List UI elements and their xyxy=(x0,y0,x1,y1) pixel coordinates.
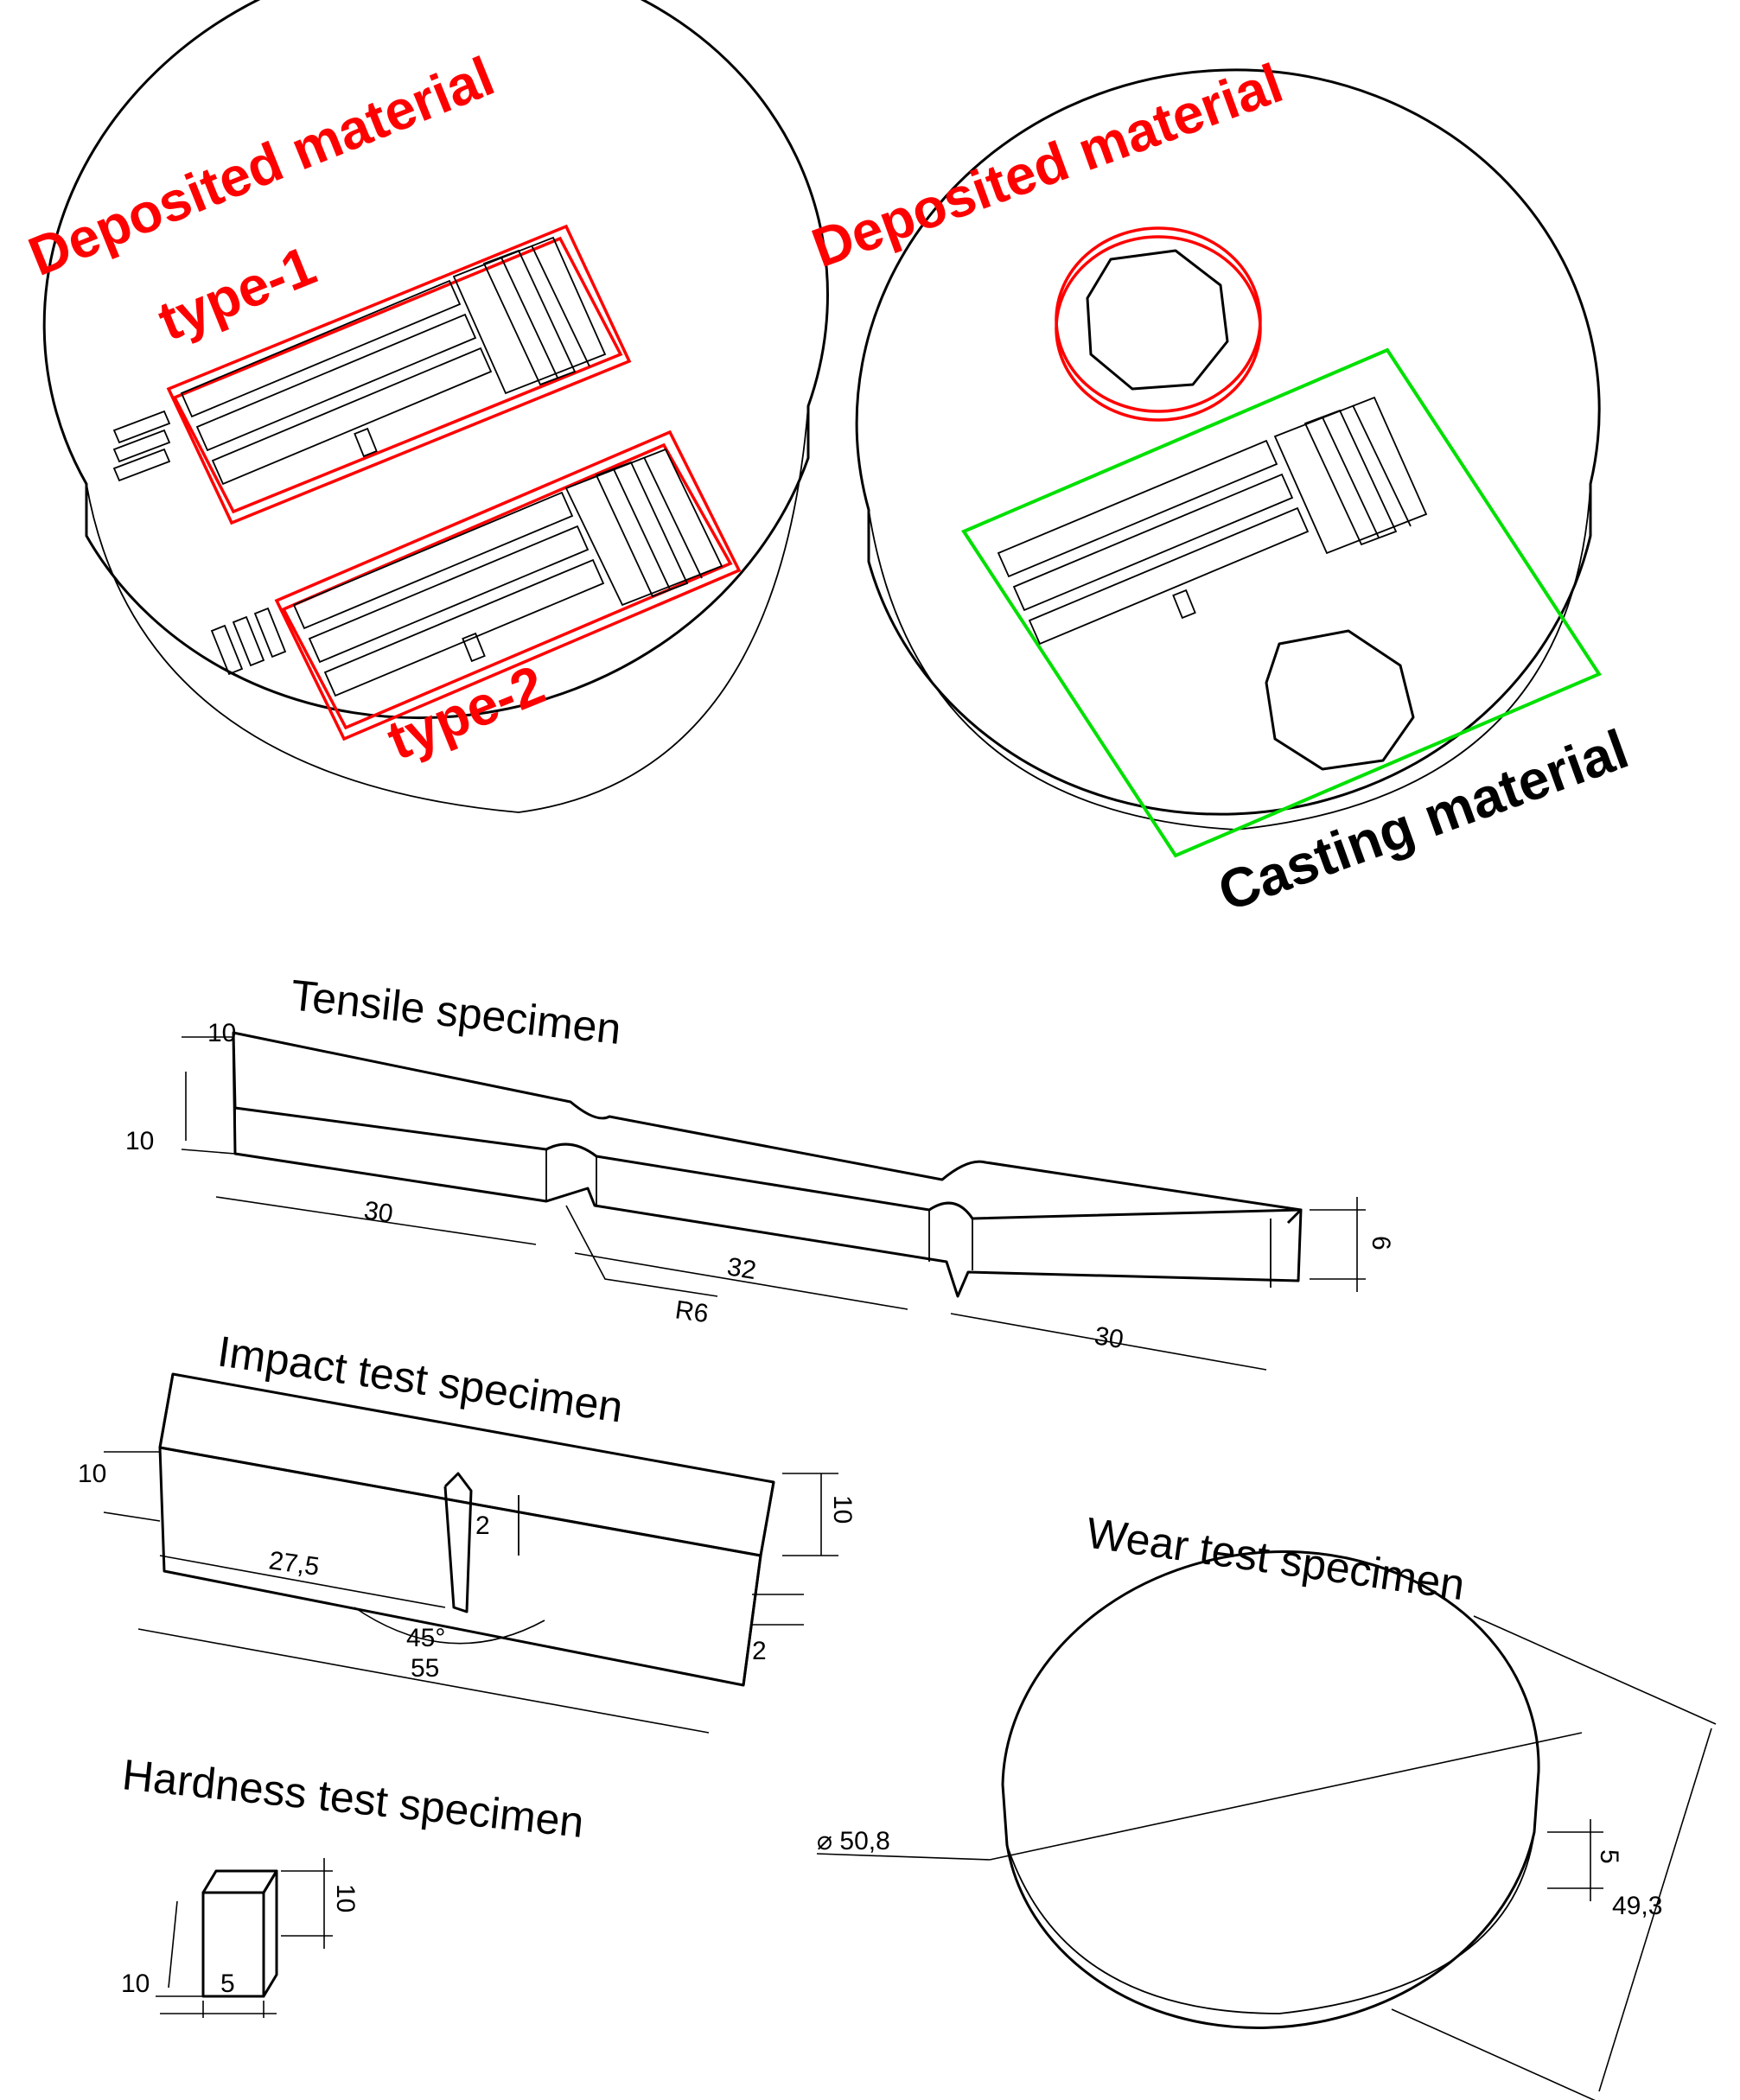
tensile-dim-grip-right: 30 xyxy=(1093,1321,1125,1354)
tensile-dim-height-side: 10 xyxy=(125,1127,154,1155)
hardness-specimen: Hardness test specimen 10 10 5 xyxy=(120,1750,586,2018)
type2-tensile-strips xyxy=(292,491,605,697)
left-disc: Deposited material type-1 type-2 xyxy=(20,0,829,813)
tensile-dim-height-top: 10 xyxy=(207,1019,236,1047)
wear-dim-thickness: 5 xyxy=(1595,1849,1623,1864)
type2-impact-bars xyxy=(564,448,723,607)
tensile-dim-radius: R6 xyxy=(673,1295,711,1328)
impact-dim-length: 55 xyxy=(411,1654,439,1683)
wear-dim-diameter: ⌀ 50,8 xyxy=(817,1827,890,1855)
impact-dim-notch-depth: 2 xyxy=(475,1511,490,1540)
right-disc-body xyxy=(855,68,1601,816)
casting-impact-bars xyxy=(1273,396,1428,555)
left-disc-edge xyxy=(86,405,809,813)
type1-frame-inner xyxy=(172,236,623,514)
casting-tensile-strips xyxy=(997,439,1310,646)
right-disc: Deposited material Casting material xyxy=(804,52,1636,924)
type2-frame-inner xyxy=(281,442,733,730)
impact-specimen: Impact test specimen 10 10 2 27,5 45° 55… xyxy=(78,1327,857,1734)
wear-specimen: Wear test specimen ⌀ 50,8 5 49,3 xyxy=(816,1508,1717,2100)
casting-frame xyxy=(961,347,1602,858)
impact-dim-notch-width: 2 xyxy=(752,1637,767,1665)
tensile-title: Tensile specimen xyxy=(289,970,623,1053)
hardness-dim-height: 10 xyxy=(331,1884,360,1912)
hardness-dim-width: 5 xyxy=(220,1970,235,1998)
type2-label: type-2 xyxy=(379,653,553,772)
tensile-dim-grip-left: 30 xyxy=(362,1196,395,1228)
impact-dim-notch-angle: 45° xyxy=(406,1624,445,1652)
type2-frame xyxy=(274,430,742,741)
hardness-dim-depth: 10 xyxy=(121,1970,150,1998)
wear-dim-overall: 49,3 xyxy=(1612,1892,1662,1920)
impact-title: Impact test specimen xyxy=(214,1327,626,1431)
wear-title: Wear test specimen xyxy=(1083,1508,1467,1609)
impact-dim-height-left: 10 xyxy=(78,1460,106,1488)
tensile-dim-gauge-width: 6 xyxy=(1367,1236,1395,1250)
impact-dim-notch-position: 27,5 xyxy=(267,1546,321,1581)
tensile-specimen: Tensile specimen 10 10 30 32 R6 30 6 xyxy=(125,970,1395,1371)
tensile-dim-gauge: 32 xyxy=(725,1252,758,1285)
type1-tensile-strips xyxy=(180,279,493,486)
type1-impact-bars xyxy=(452,236,607,395)
left-hardness-blocks xyxy=(112,410,287,676)
hardness-title: Hardness test specimen xyxy=(120,1750,586,1847)
deposited-ring xyxy=(1055,226,1262,422)
type1-frame xyxy=(166,224,632,525)
impact-dim-height-right: 10 xyxy=(828,1495,857,1524)
casting-wear-disc xyxy=(1265,629,1415,771)
